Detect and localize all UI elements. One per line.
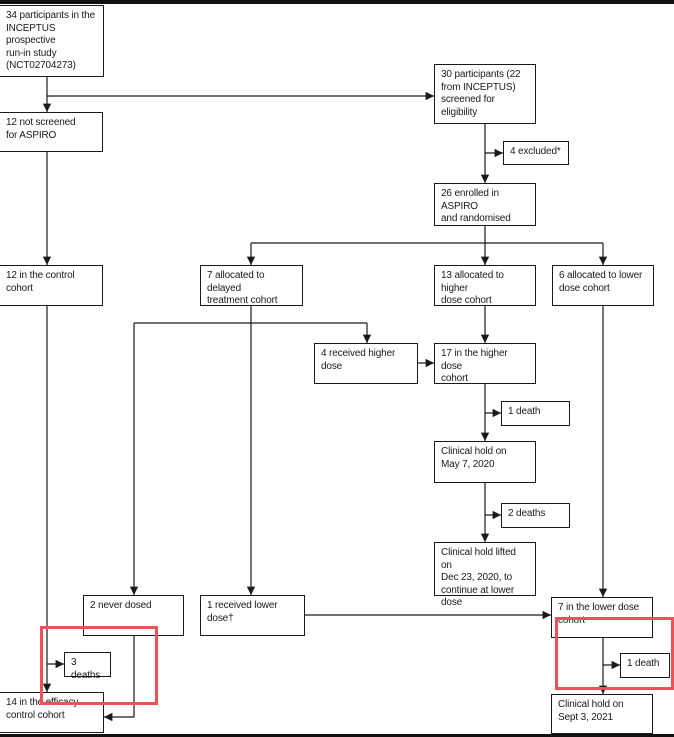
node-deaths-2: 2 deaths	[501, 503, 570, 528]
top-rule	[0, 0, 674, 4]
node-never-dosed: 2 never dosed	[83, 595, 184, 636]
node-lower-alloc: 6 allocated to lower dose cohort	[552, 265, 654, 306]
node-hold-sept: Clinical hold on Sept 3, 2021	[551, 694, 653, 734]
node-hold-may: Clinical hold on May 7, 2020	[434, 441, 536, 483]
node-excluded: 4 excluded*	[503, 141, 569, 165]
node-hold-lifted: Clinical hold lifted on Dec 23, 2020, to…	[434, 542, 536, 608]
node-delayed: 7 allocated to delayed treatment cohort	[200, 265, 303, 306]
node-deaths-3: 3 deaths	[64, 652, 111, 681]
node-enrolled: 26 enrolled in ASPIRO and randomised	[434, 183, 536, 226]
node-higher-alloc: 13 allocated to higher dose cohort	[434, 265, 536, 306]
node-in-higher: 17 in the higher dose cohort	[434, 343, 536, 384]
node-control: 12 in the control cohort	[0, 265, 103, 306]
bottom-rule	[0, 734, 674, 737]
node-not-screened: 12 not screened for ASPIRO	[0, 112, 103, 152]
node-in-lower: 7 in the lower dose cohort	[551, 597, 653, 638]
node-efficacy-control: 14 in the efficacy control cohort	[0, 692, 104, 733]
node-received-higher: 4 received higher dose	[314, 343, 418, 384]
node-death-higher: 1 death	[501, 401, 570, 426]
node-inceptus: 34 participants in the INCEPTUS prospect…	[0, 5, 104, 77]
node-received-lower: 1 received lower dose†	[200, 595, 305, 636]
node-screened: 30 participants (22 from INCEPTUS) scree…	[434, 64, 536, 124]
arrow-never-dosed-to-efficacy	[104, 636, 135, 722]
node-death-lower: 1 death	[620, 653, 670, 678]
